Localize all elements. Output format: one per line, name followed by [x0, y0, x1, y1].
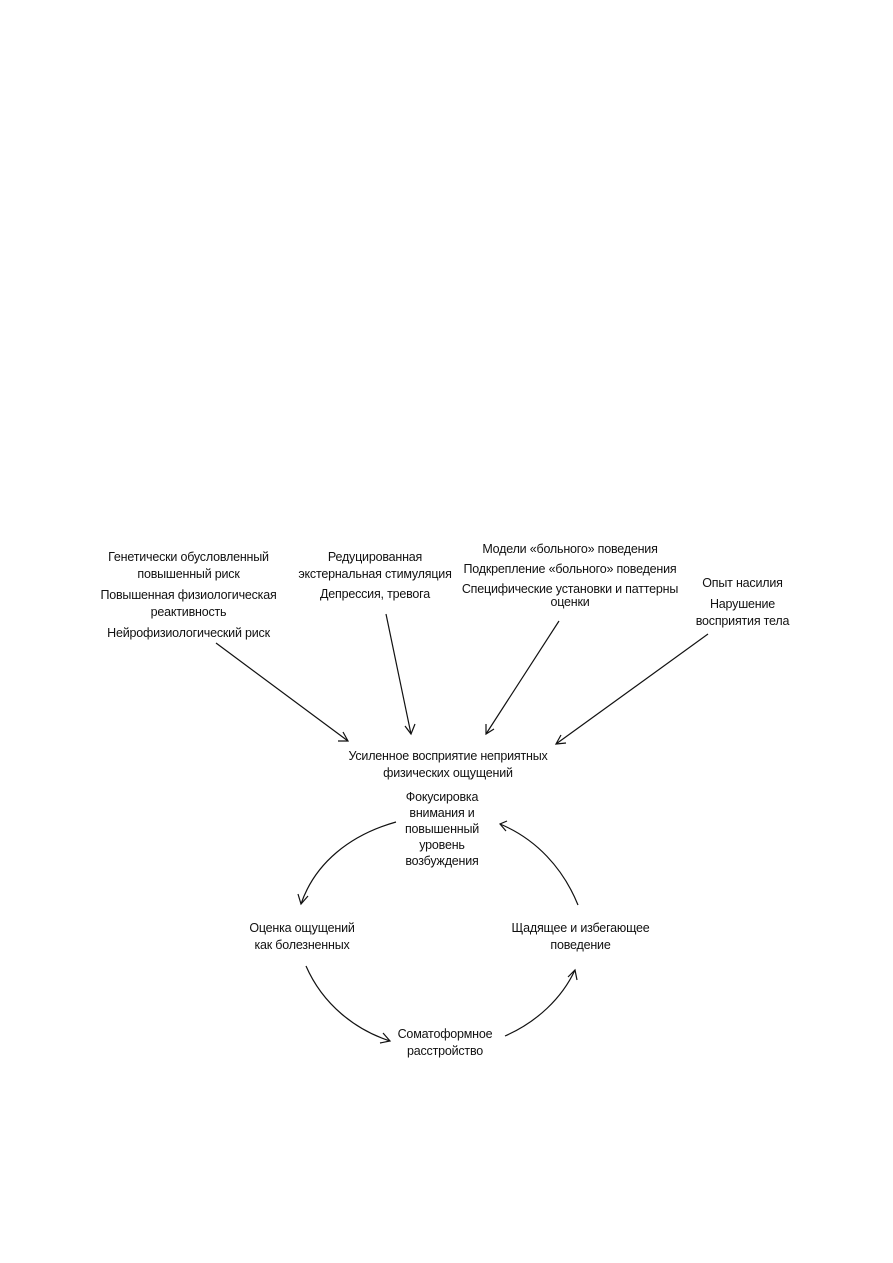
cycle-avoidance-line2: поведение [550, 938, 611, 952]
cycle-disorder-line2: расстройство [406, 1044, 484, 1058]
factor-physio-reactivity-line1: Повышенная физиологическая [100, 588, 277, 602]
center-node-line1: Усиленное восприятие неприятных [348, 749, 548, 763]
factor-specific-attitudes-line2: оценки [550, 595, 590, 609]
cycle-focus-line5: возбуждения [405, 854, 479, 868]
cycle-focus-line2: внимания и [409, 806, 475, 820]
cycle-evaluation-line1: Оценка ощущений [249, 921, 355, 935]
center-node: Усиленное восприятие неприятных физическ… [333, 748, 563, 782]
factor-body-perception-line2: восприятия тела [695, 614, 790, 628]
arrow-biological-to-center [215, 642, 350, 742]
arrow-trauma-to-center [554, 633, 709, 745]
cycle-node-disorder: Соматоформное расстройство [380, 1026, 510, 1060]
arrow-focus-to-evaluation [297, 821, 397, 906]
cycle-node-avoidance: Щадящее и избегающее поведение [498, 920, 663, 954]
arrow-social-to-center [485, 620, 560, 736]
factor-group-psychological: Редуцированная экстернальная стимуляция … [290, 549, 460, 603]
arrow-evaluation-to-disorder [305, 965, 392, 1044]
factor-genetic-risk-line1: Генетически обусловленный [108, 550, 269, 564]
cycle-node-focus: Фокусировка внимания и повышенный уровен… [382, 789, 502, 869]
cycle-focus-line4: уровень [419, 838, 465, 852]
factor-group-social: Модели «больного» поведения Подкрепление… [460, 541, 680, 611]
factor-specific-attitudes-line1: Специфические установки и паттерны [461, 582, 679, 596]
factor-reduced-stimulation-line1: Редуцированная [327, 550, 423, 564]
arrow-avoidance-to-focus [499, 820, 579, 906]
arrow-disorder-to-avoidance [504, 968, 578, 1037]
factor-physio-reactivity-line2: реактивность [150, 605, 227, 619]
factor-group-biological: Генетически обусловленный повышенный рис… [96, 549, 281, 642]
factor-reduced-stimulation-line2: экстернальная стимуляция [298, 567, 452, 581]
factor-sick-role-models: Модели «больного» поведения [482, 542, 658, 556]
cycle-evaluation-line2: как болезненных [254, 938, 350, 952]
cycle-disorder-line1: Соматоформное [397, 1027, 493, 1041]
factor-depression-anxiety: Депрессия, тревога [319, 587, 430, 601]
cycle-node-evaluation: Оценка ощущений как болезненных [232, 920, 372, 954]
arrow-psychological-to-center [385, 613, 416, 736]
center-node-line2: физических ощущений [383, 766, 513, 780]
cycle-focus-line1: Фокусировка [405, 790, 479, 804]
factor-genetic-risk-line2: повышенный риск [137, 567, 240, 581]
factor-body-perception-line1: Нарушение [709, 597, 776, 611]
factor-abuse-experience: Опыт насилия [702, 576, 783, 590]
factor-group-trauma: Опыт насилия Нарушение восприятия тела [680, 575, 805, 630]
cycle-focus-line3: повышенный [404, 822, 480, 836]
cycle-avoidance-line1: Щадящее и избегающее [511, 921, 650, 935]
factor-sick-role-reinforcement: Подкрепление «больного» поведения [463, 562, 677, 576]
factor-neurophysio-risk: Нейрофизиологический риск [107, 626, 270, 640]
